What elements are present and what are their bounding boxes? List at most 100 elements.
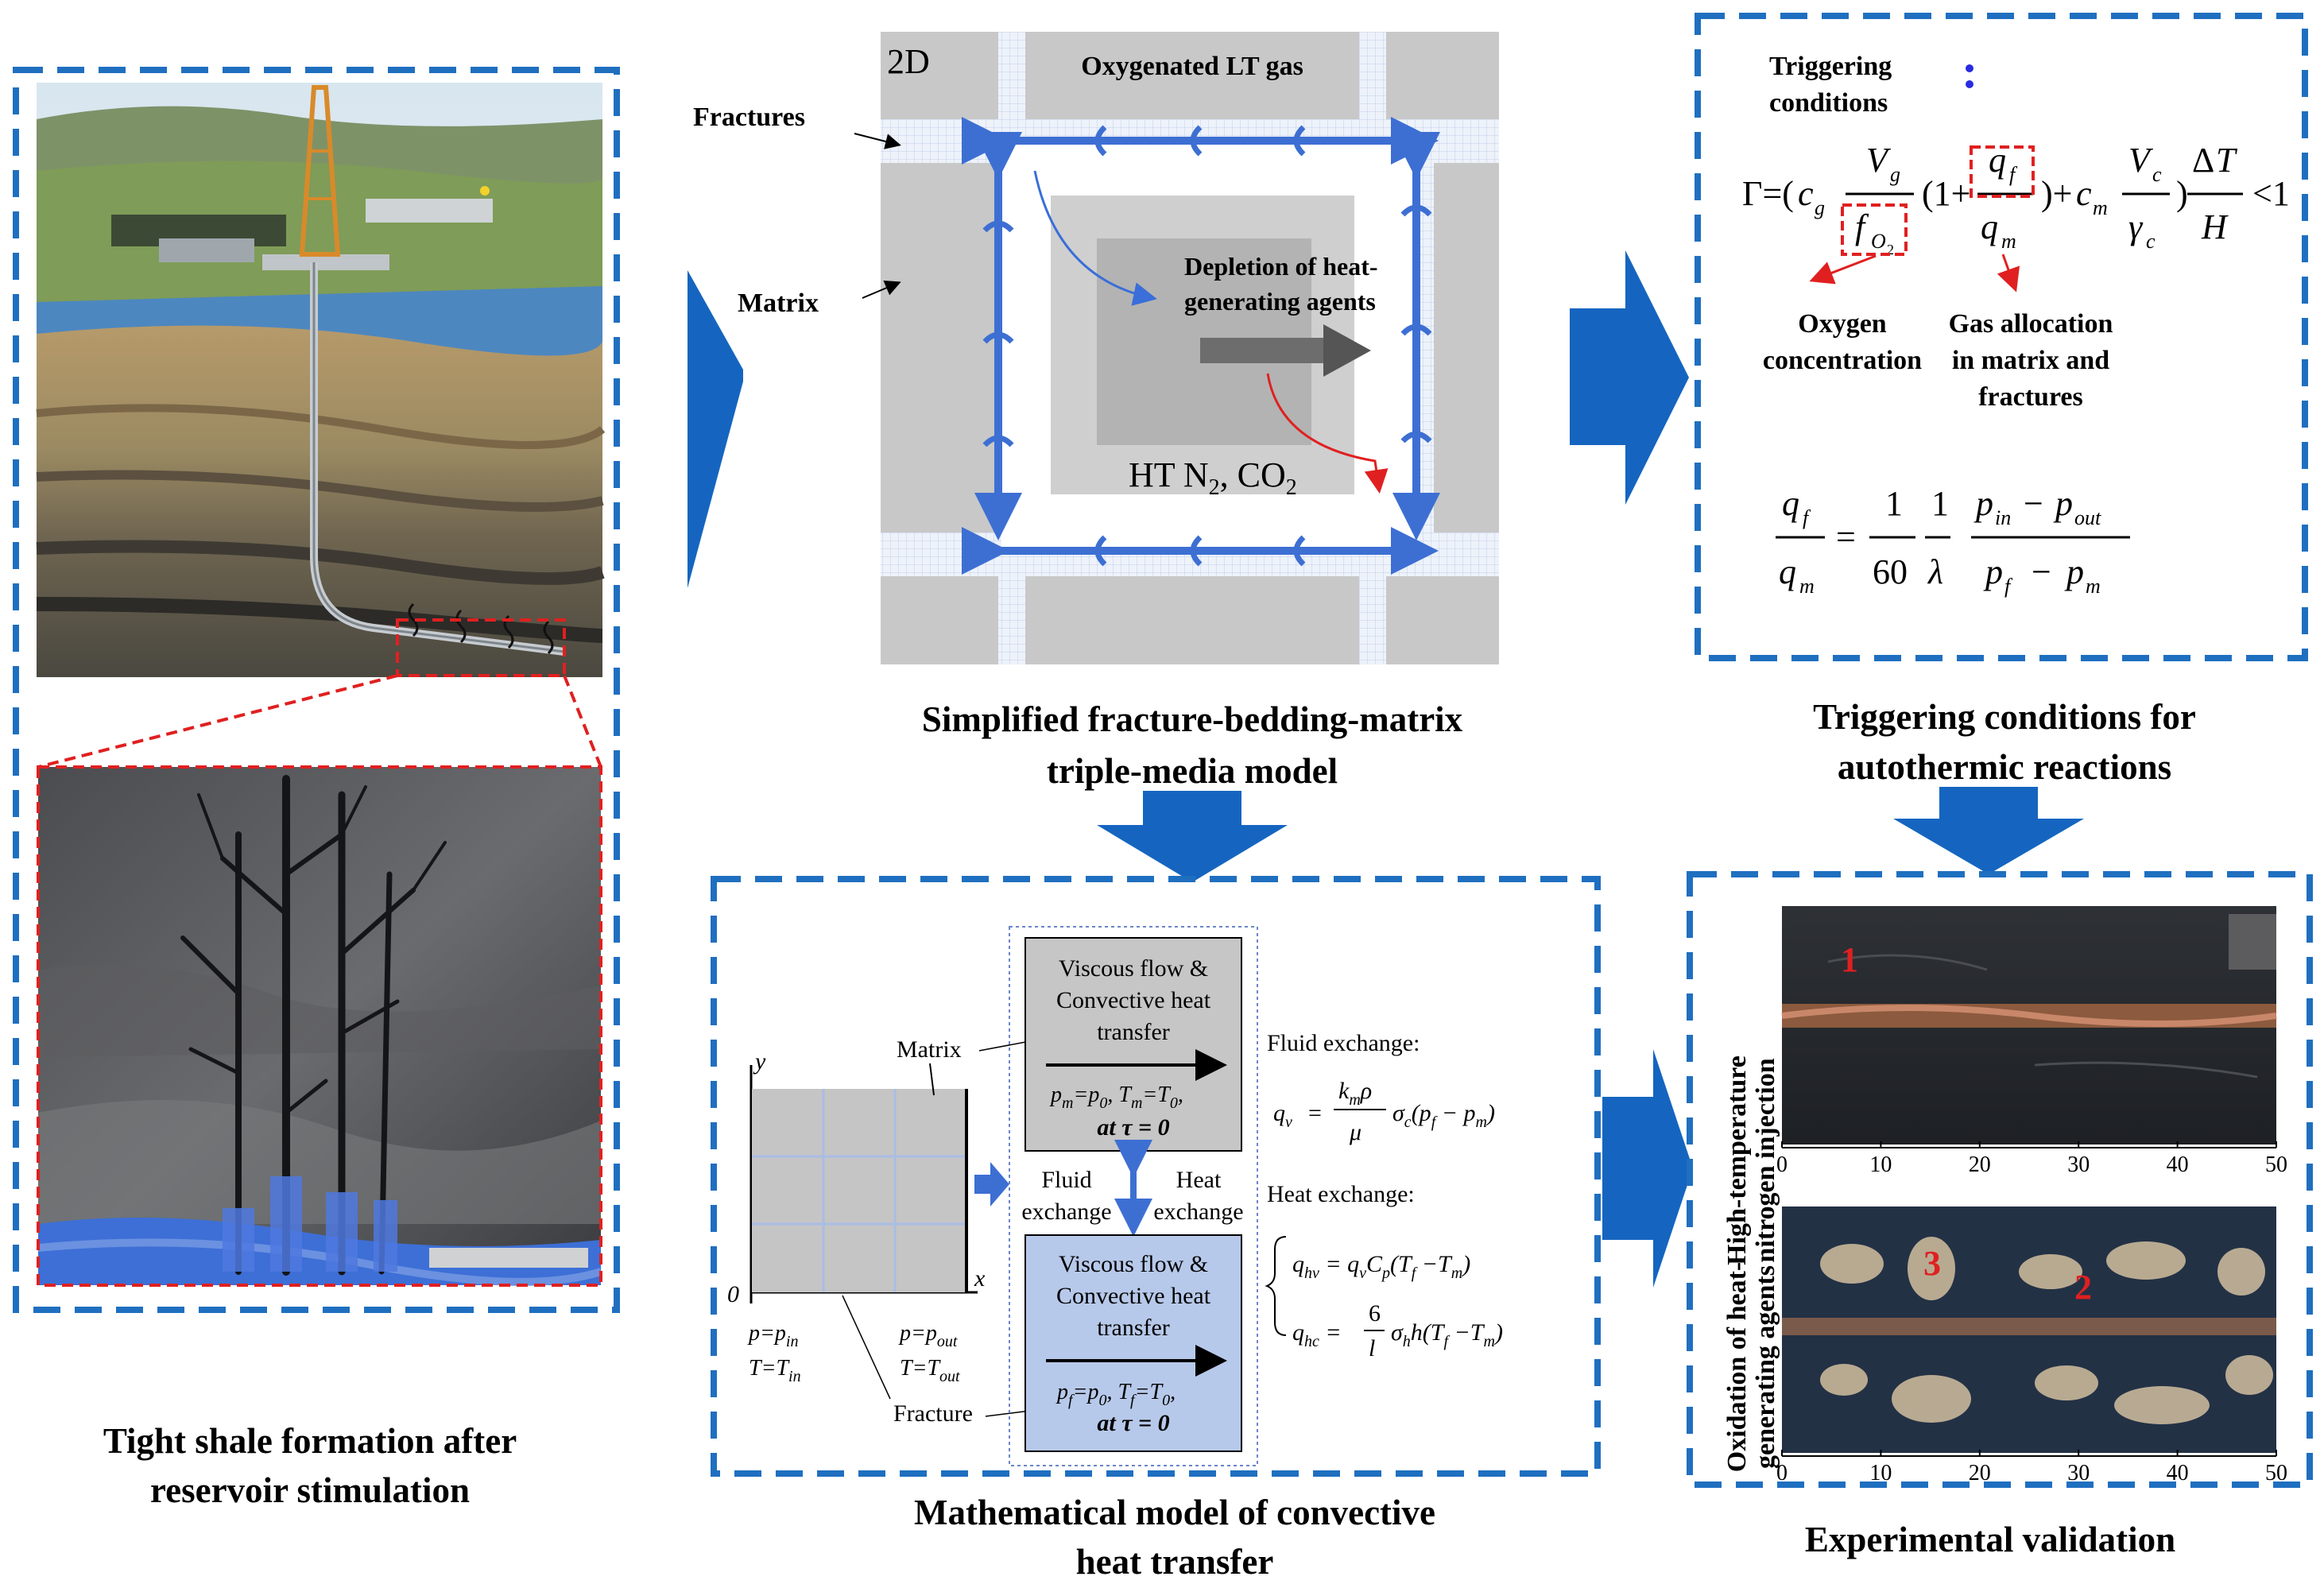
axis-x-label: x [974,1265,986,1292]
svg-text:qv: qv [1273,1100,1292,1131]
panel1-caption-line1: Tight shale formation after [103,1421,517,1461]
gas-alloc-line2: in matrix and [1952,346,2109,375]
scale-tick-label: 40 [2167,1152,2189,1177]
scale-tick-label: 10 [1869,1152,1892,1177]
row2-label-line2: generating agents [1751,1265,1780,1469]
svg-text:p: p [1973,484,1993,523]
arrow-panel2-to-panel3 [1570,250,1689,505]
svg-text:out: out [2074,506,2101,529]
colon-dot-top [1966,64,1973,72]
svg-text:p: p [2053,484,2073,523]
matrix-pointer [862,281,901,299]
svg-text:g: g [1815,196,1825,219]
panel-triple-media-model: 2D Oxygenated LT gas Fractures Matrix De… [693,32,1499,791]
fracture-to-box-line [985,1410,1031,1417]
svg-text:2: 2 [1887,242,1894,258]
panel5-caption: Experimental validation [1805,1520,2175,1559]
svg-text:p=pout: p=pout [898,1321,958,1350]
zoom-connector-left [37,674,398,769]
panel1-dashed-frame [13,67,620,1313]
fracture-box: Viscous flow & Convective heat transfer … [1024,1234,1242,1452]
svg-text:f: f [1803,506,1811,529]
label-matrix: Matrix [738,289,819,318]
depletion-arrow [1323,324,1371,377]
svg-text:Convective heat: Convective heat [1056,1283,1211,1309]
svg-text:c: c [2152,163,2162,186]
svg-text:q: q [1989,141,2006,180]
matrix-box: Viscous flow & Convective heat transfer … [1024,937,1242,1152]
svg-text:q: q [1981,207,1998,246]
svg-text:=: = [1836,517,1856,556]
fluid-exchange-equation: qv = kmρ μ σc(pf − pm) [1273,1078,1495,1145]
panel3-caption-line1: Triggering conditions for [1813,697,2196,737]
panel3-dashed-frame [1695,13,2308,661]
heat-exchange-heading: Heat exchange: [1267,1181,1415,1207]
row1-label-line2: nitrogen injection [1751,1058,1780,1262]
svg-text:−: − [2024,484,2043,523]
oxygen-line2: concentration [1763,346,1922,375]
heat-exchange-equations: qhv = qvCp(Tf −Tm) qhc = 6 l σhh(Tf −Tm) [1265,1236,1503,1361]
svg-text:Γ=(: Γ=( [1742,174,1794,213]
colon-dot-bottom [1966,80,1973,88]
label-fractures: Fractures [693,103,805,132]
svg-text:T: T [2216,141,2238,180]
svg-text:)+: )+ [2041,174,2072,213]
svg-text:6: 6 [1369,1300,1381,1327]
svg-text:m: m [2086,575,2101,598]
label-oxygenated-gas: Oxygenated LT gas [1081,52,1303,81]
svg-text:f: f [2009,163,2018,186]
arrow-panel2-to-panel4 [1097,791,1288,882]
row1-label-line1: High-temperature [1722,1055,1752,1265]
svg-text:l: l [1369,1335,1375,1361]
scale-tick-label: 30 [2067,1152,2090,1177]
svg-text:p: p [2064,552,2084,591]
svg-text:<1: <1 [2252,174,2290,213]
fluid-exchange-line1: Fluid [1041,1167,1091,1193]
origin-label: 0 [727,1281,739,1307]
svg-text:σc(pf − pm): σc(pf − pm) [1392,1100,1495,1131]
scale-tick-label: 0 [1776,1461,1788,1485]
svg-text:Viscous flow &: Viscous flow & [1059,955,1208,982]
core-sample-nitrogen [1781,906,2277,1145]
matrix-to-box-line [978,1040,1031,1052]
heat-exchange-line1: Heat [1176,1167,1222,1193]
panel4-caption-line1: Mathematical model of convective [914,1493,1435,1532]
svg-text:m: m [2001,230,2016,253]
fluid-exchange-line2: exchange [1021,1199,1111,1225]
svg-text:pf=p0, Tf=T0,: pf=p0, Tf=T0, [1055,1380,1176,1409]
svg-text:c: c [2076,174,2092,213]
svg-text:f: f [2004,575,2013,598]
gas-alloc-line3: fractures [1978,382,2083,412]
svg-text:V: V [1866,141,1892,180]
panel-experimental-validation: High-temperature nitrogen injection Oxid… [1687,871,2313,1559]
svg-text:): ) [2176,174,2188,213]
marker-1: 1 [1841,940,1858,979]
svg-text:g: g [1890,163,1900,186]
scale-tick-label: 40 [2167,1461,2189,1485]
domain-to-boxes-arrow [974,1162,1009,1206]
svg-text:Δ: Δ [2192,141,2214,180]
gas-allocation-pointer [1997,254,2020,292]
scale-tick-label: 20 [1969,1461,1991,1485]
panel2-caption-line1: Simplified fracture-bedding-matrix [922,699,1463,739]
arrow-panel3-to-panel5 [1893,787,2084,874]
oxygen-pointer [1809,254,1877,285]
label-ht-gases: HT N2, CO2 [1129,455,1297,500]
marker-2: 2 [2074,1268,2092,1307]
svg-text:transfer: transfer [1097,1315,1170,1341]
panel1-caption-line2: reservoir stimulation [150,1470,470,1510]
svg-text:p: p [1983,552,2003,591]
svg-text:μ: μ [1349,1119,1361,1145]
panel2-caption-line2: triple-media model [1047,751,1338,791]
svg-text:m: m [2093,196,2108,219]
svg-text:at τ = 0: at τ = 0 [1097,1114,1169,1141]
scale-tick-label: 10 [1869,1461,1892,1485]
subsystem-outline [1009,926,1258,1466]
svg-text:transfer: transfer [1097,1019,1170,1045]
svg-text:60: 60 [1873,552,1908,591]
bc-left: p=pin T=Tin [747,1321,801,1385]
triggering-line1: Triggering [1769,52,1892,81]
scale-tick-label: 0 [1776,1152,1788,1177]
